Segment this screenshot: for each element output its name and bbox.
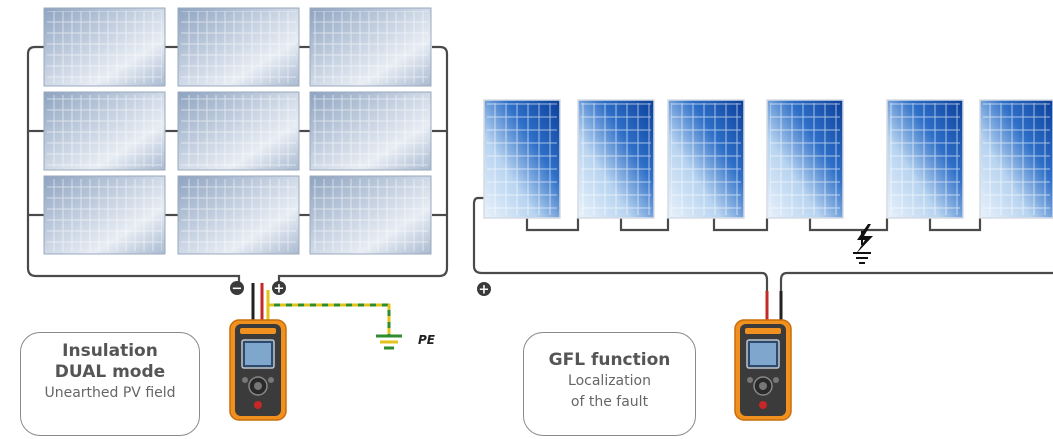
pv-panel [886, 99, 964, 219]
callout-line1: Localization [568, 373, 651, 389]
tester-device-icon [229, 319, 287, 421]
callout-line2: of the fault [570, 394, 649, 410]
pv-panel [667, 99, 745, 219]
pv-panel [766, 99, 844, 219]
callout-title-line2: DUAL mode [54, 362, 166, 382]
minus-terminal-icon: − [230, 281, 244, 297]
callout-title-line1: Insulation [62, 341, 158, 361]
gfl-callout: GFL function Localization of the fault [523, 332, 696, 436]
pv-panel [177, 175, 300, 255]
pe-label: PE [418, 333, 435, 347]
callout-title: GFL function [548, 350, 671, 370]
fault-lightning-icon [853, 224, 873, 264]
plus-terminal-icon: + [477, 282, 491, 298]
pv-panel [309, 175, 432, 255]
pv-panel [177, 91, 300, 171]
pv-panel [177, 7, 300, 87]
pv-panel [309, 91, 432, 171]
pv-panel [483, 99, 561, 219]
pv-panel [979, 99, 1053, 219]
tester-device-icon [734, 319, 792, 421]
pv-panel [577, 99, 655, 219]
svg-text:−: − [232, 282, 243, 297]
left-probes [251, 283, 391, 335]
insulation-dual-callout: Insulation DUAL mode Unearthed PV field [20, 332, 200, 436]
pv-panel [309, 7, 432, 87]
left-pv-panels [43, 7, 432, 255]
plus-terminal-icon: + [272, 281, 286, 297]
pv-panel [43, 91, 166, 171]
svg-text:+: + [479, 283, 490, 298]
svg-text:+: + [274, 282, 285, 297]
right-pv-panels [483, 99, 1053, 219]
ground-symbol-icon [376, 334, 402, 350]
pv-panel [43, 175, 166, 255]
callout-subtitle: Unearthed PV field [44, 385, 176, 401]
pv-panel [43, 7, 166, 87]
